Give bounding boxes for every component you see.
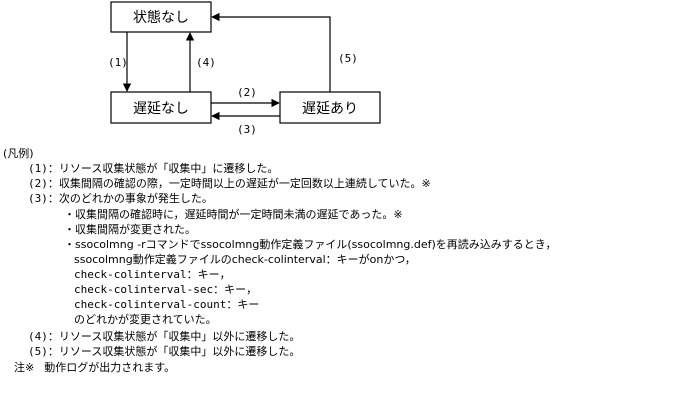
edge-5-arrow: [211, 12, 331, 92]
edge-1-label: (1): [108, 56, 128, 69]
legend-sub-3-f: check-colinterval-sec：キー，: [74, 283, 258, 296]
edge-3-label: (3): [237, 123, 257, 136]
legend-item-4-num: (4)：: [28, 330, 59, 343]
legend-item-1: (1)：リソース収集状態が「収集中」に遷移した。: [28, 161, 278, 176]
legend-item-2-num: (2)：: [28, 177, 59, 190]
state-no-state: 状態なし: [110, 1, 212, 33]
legend-item-3: (3)：次のどれかの事象が発生した。: [28, 191, 213, 206]
legend-item-3-text: 次のどれかの事象が発生した。: [58, 192, 213, 205]
legend-item-5: (5)：リソース収集状態が「収集中」以外に遷移した。: [28, 344, 300, 359]
legend-sub-3-d: ssocolmng動作定義ファイルのcheck-colinterval：キーがo…: [74, 253, 416, 266]
state-no-delay-label: 遅延なし: [133, 101, 189, 117]
legend-title: (凡例): [3, 147, 34, 160]
legend-sub-3-e: check-colinterval：キー，: [74, 268, 231, 281]
legend-item-5-num: (5)：: [28, 345, 59, 358]
edge-5-label: (5): [338, 52, 358, 65]
edge-4-label: (4): [196, 56, 216, 69]
state-no-delay: 遅延なし: [110, 91, 212, 124]
legend-item-4-text: リソース収集状態が「収集中」以外に遷移した。: [58, 330, 301, 343]
state-no-state-label: 状態なし: [133, 10, 189, 26]
legend-item-3-num: (3)：: [28, 192, 59, 205]
legend-note-label: 注※: [14, 361, 35, 374]
edge-2-label: (2): [237, 86, 257, 99]
legend-sub-3-g: check-colinterval-count：キー: [74, 298, 260, 311]
legend-sub-3-a: ・収集間隔の確認時に，遅延時間が一定時間未満の遅延であった。※: [64, 208, 403, 221]
legend-note: 注※ 動作ログが出力されます。: [14, 360, 175, 375]
legend-item-2-text: 収集間隔の確認の際，一定時間以上の遅延が一定回数以上連続していた。※: [58, 177, 431, 190]
legend-item-4: (4)：リソース収集状態が「収集中」以外に遷移した。: [28, 329, 300, 344]
state-delay-label: 遅延あり: [302, 101, 358, 117]
legend-sub-3-c: ・ssocolmng -rコマンドでssocolmng動作定義ファイル(ssoc…: [64, 238, 557, 251]
state-delay: 遅延あり: [279, 91, 381, 124]
legend-item-5-text: リソース収集状態が「収集中」以外に遷移した。: [58, 345, 301, 358]
legend-item-2: (2)：収集間隔の確認の際，一定時間以上の遅延が一定回数以上連続していた。※: [28, 176, 431, 191]
legend-sub-3-b: ・収集間隔が変更された。: [64, 223, 196, 236]
legend-sub-3-h: のどれかが変更されていた。: [74, 313, 217, 326]
legend-item-1-text: リソース収集状態が「収集中」に遷移した。: [58, 162, 279, 175]
state-transition-diagram: 状態なし 遅延なし 遅延あり (1) (4) (2) (3) (5): [108, 1, 381, 136]
legend-item-1-num: (1)：: [28, 162, 59, 175]
legend-note-text: 動作ログが出力されます。: [44, 361, 176, 374]
